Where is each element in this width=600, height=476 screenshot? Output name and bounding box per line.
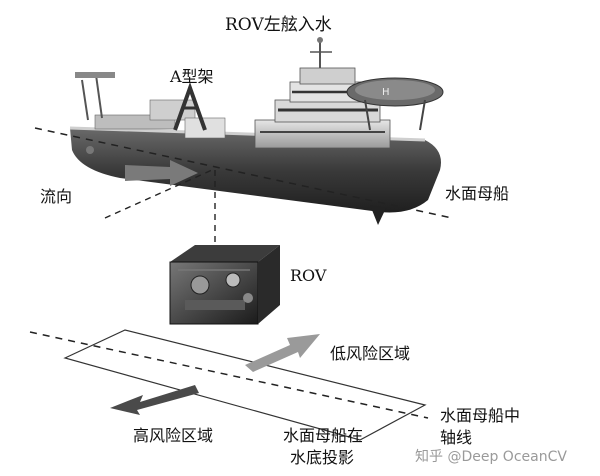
ship-hull [70,128,441,213]
rov-port-launch-label: ROV左舷入水 [225,15,332,35]
flow-direction-label: 流向 [40,187,73,206]
helideck: H [346,77,444,131]
rov-vehicle [169,245,280,325]
flow-direction-arrow [125,160,198,186]
mother-ship-label: 水面母船 [445,184,510,203]
seabed-projection-plane [63,329,427,441]
flow-dashed-line [104,169,213,219]
low-risk-zone-label: 低风险区域 [330,344,411,363]
svg-text:H: H [382,87,390,98]
ship-centerline-dashed [34,127,453,219]
rov-label: ROV [290,266,327,285]
ship-seabed-projection-label-line1: 水面母船在 [283,426,364,445]
a-frame-structure [173,82,207,131]
ship-centerline-label-line1: 水面母船中 [440,406,521,425]
low-risk-arrow [245,334,320,372]
high-risk-zone-label: 高风险区域 [133,426,214,445]
watermark: 知乎 @Deep OceanCV [415,449,567,465]
seabed-centerline-dashed [29,331,429,419]
high-risk-arrow [110,385,199,415]
ship-seabed-projection-label-line2: 水底投影 [290,448,355,467]
a-frame-label: A型架 [170,67,214,86]
mother-ship-illustration: H [69,37,444,225]
ship-centerline-label-line2: 轴线 [440,428,473,447]
